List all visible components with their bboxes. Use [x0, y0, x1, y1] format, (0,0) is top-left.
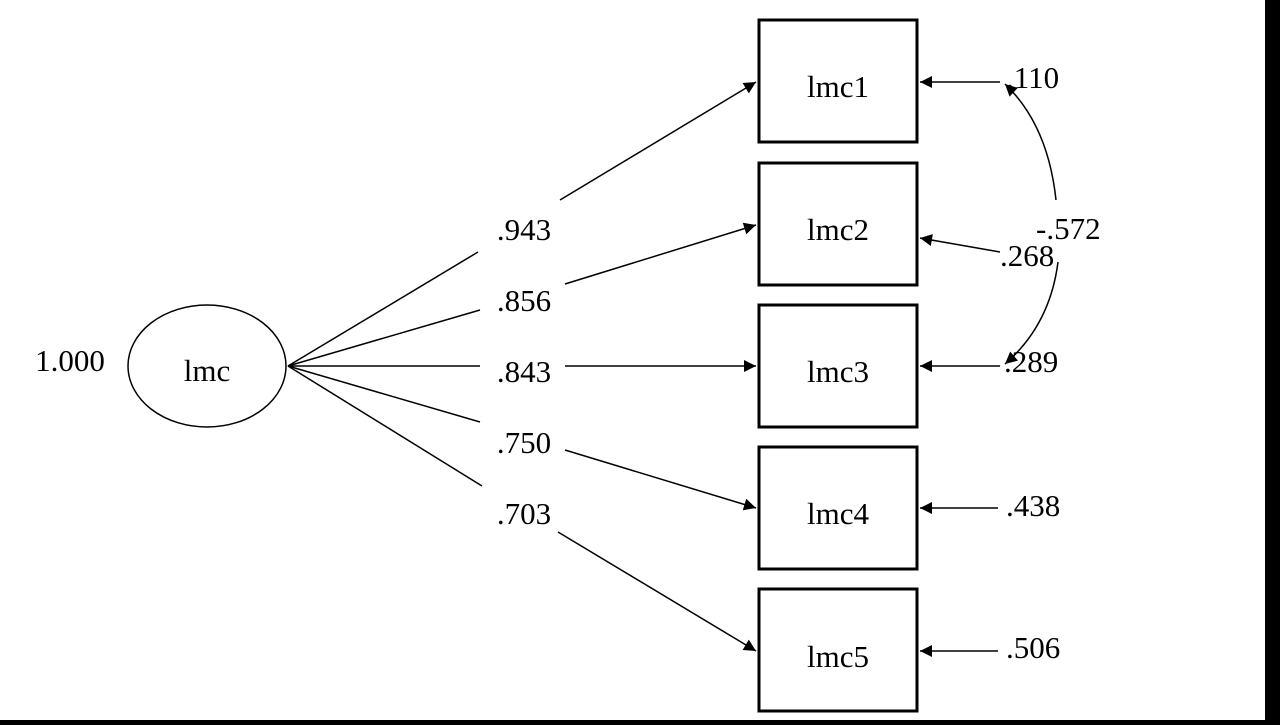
indicator-box-frame [757, 161, 919, 287]
covariance-curve-lower [1004, 261, 1059, 365]
error-arrow-lmc2 [919, 234, 1001, 253]
error-value-lmc1: .110 [1006, 60, 1059, 95]
loading-value-lmc5: .703 [497, 496, 551, 531]
indicator-box-lmc2: lmc2 [757, 161, 919, 287]
loading-paths [287, 81, 757, 652]
latent-variance-label: 1.000 [35, 343, 105, 378]
indicator-box-lmc5: lmc5 [757, 587, 919, 713]
loading-path-1-start [287, 251, 479, 367]
loading-value-lmc4: .750 [497, 425, 551, 460]
covariance-curve-upper [1004, 83, 1057, 201]
indicator-box-frame [757, 587, 919, 713]
latent-variable-lmc [127, 304, 287, 428]
indicator-box-lmc4: lmc4 [757, 445, 919, 571]
loading-value-lmc2: .856 [497, 283, 551, 318]
loading-path-1-end [559, 81, 757, 201]
latent-variable-label: lmc [184, 353, 231, 388]
indicator-box-frame [757, 18, 919, 144]
indicator-box-lmc1: lmc1 [757, 18, 919, 144]
indicator-label: lmc3 [807, 354, 869, 389]
indicator-label: lmc4 [807, 496, 869, 531]
error-value-lmc5: .506 [1006, 630, 1060, 665]
loading-path-4-start [287, 365, 481, 423]
indicator-label: lmc2 [807, 212, 869, 247]
indicator-box-frame [757, 445, 919, 571]
error-value-lmc2: .268 [1000, 238, 1054, 273]
indicator-box-frame [757, 303, 919, 429]
indicator-box-lmc3: lmc3 [757, 303, 919, 429]
loading-path-5-start [287, 365, 483, 487]
loading-value-lmc1: .943 [497, 212, 551, 247]
indicator-label: lmc5 [807, 639, 869, 674]
error-value-lmc3: .289 [1004, 344, 1058, 379]
indicator-label: lmc1 [807, 69, 869, 104]
error-value-lmc4: .438 [1006, 488, 1060, 523]
loading-path-5-end [557, 531, 757, 652]
loading-path-2-start [287, 309, 481, 367]
error-arrows [919, 76, 1001, 657]
loading-path-2-end [564, 222, 757, 285]
loading-value-lmc3: .843 [497, 354, 551, 389]
loading-path-4-end [564, 449, 757, 511]
covariance-value: -.572 [1036, 211, 1101, 246]
